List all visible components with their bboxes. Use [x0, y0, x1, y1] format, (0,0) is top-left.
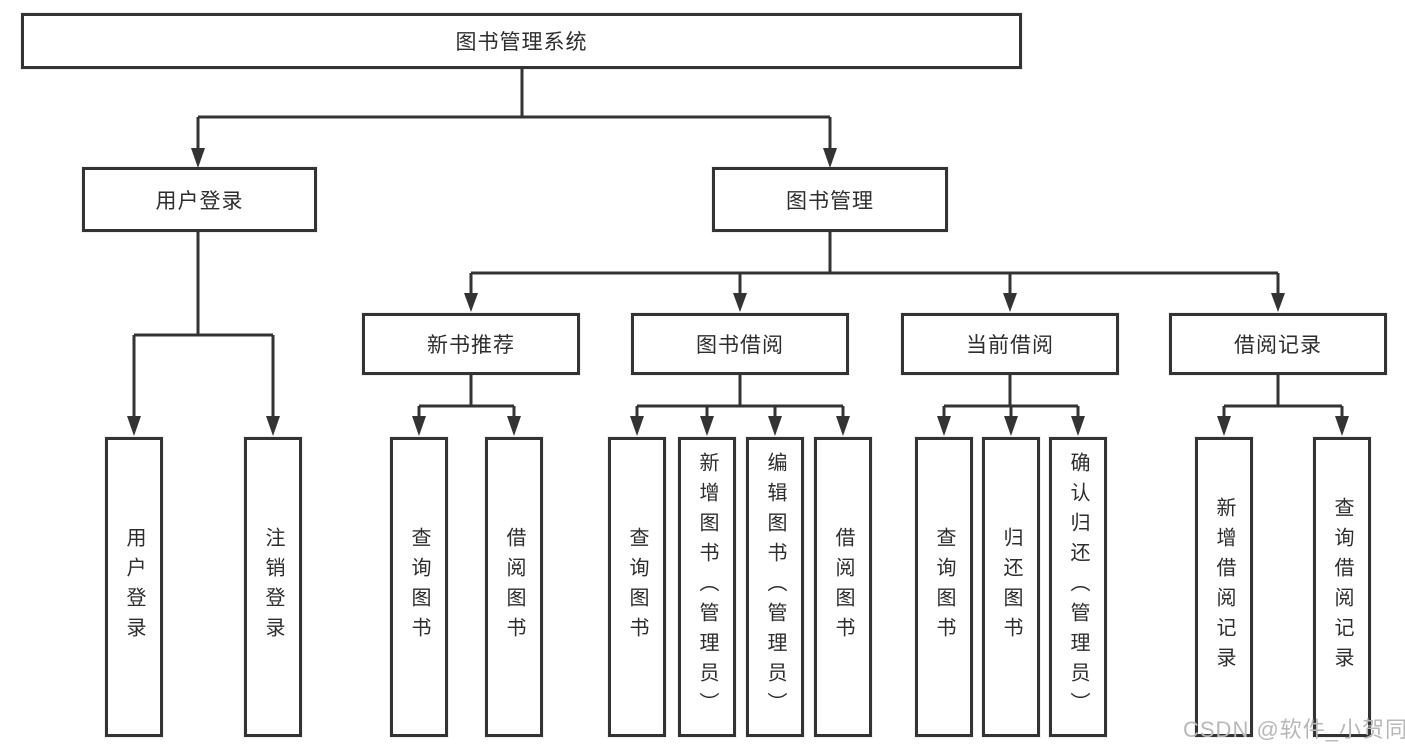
leaf-bb-query-books: 查询图书 [608, 437, 666, 737]
node-borrowing-records: 借阅记录 [1169, 313, 1387, 375]
connector-root-to-level2 [191, 69, 837, 168]
leaf-br-add-record: 新增借阅记录 [1195, 437, 1253, 737]
leaf-cb-confirm-return-admin: 确认归还（管理员） [1049, 437, 1107, 737]
leaf-nb-borrow-books: 借阅图书 [485, 437, 543, 737]
leaf-br-query-record: 查询借阅记录 [1313, 437, 1371, 737]
connector-book-management-to-level3 [464, 232, 1285, 312]
node-book-management: 图书管理 [712, 167, 948, 232]
node-book-borrowing: 图书借阅 [631, 313, 849, 375]
node-user-login: 用户登录 [82, 167, 317, 232]
leaf-logout-login: 注销登录 [244, 437, 302, 737]
connector-current-borrow-to-leaves [937, 375, 1085, 436]
connector-user-login-to-leaves [127, 232, 280, 436]
leaf-cb-query-books: 查询图书 [915, 437, 973, 737]
connector-new-book-to-leaves [412, 375, 521, 436]
node-new-book-recommend: 新书推荐 [362, 313, 580, 375]
leaf-user-login: 用户登录 [105, 437, 163, 737]
leaf-nb-query-books: 查询图书 [390, 437, 448, 737]
node-root: 图书管理系统 [21, 13, 1022, 69]
leaf-bb-borrow-books: 借阅图书 [814, 437, 872, 737]
leaf-bb-edit-book-admin: 编辑图书（管理员） [746, 437, 804, 737]
csdn-watermark: CSDN @软件_小贺同学 [1183, 717, 1405, 742]
leaf-cb-return-books: 归还图书 [982, 437, 1040, 737]
leaf-bb-add-book-admin: 新增图书（管理员） [678, 437, 736, 737]
connector-book-borrow-to-leaves [630, 375, 850, 436]
connector-borrow-records-to-leaves [1217, 375, 1349, 436]
node-current-borrowing: 当前借阅 [901, 313, 1119, 375]
